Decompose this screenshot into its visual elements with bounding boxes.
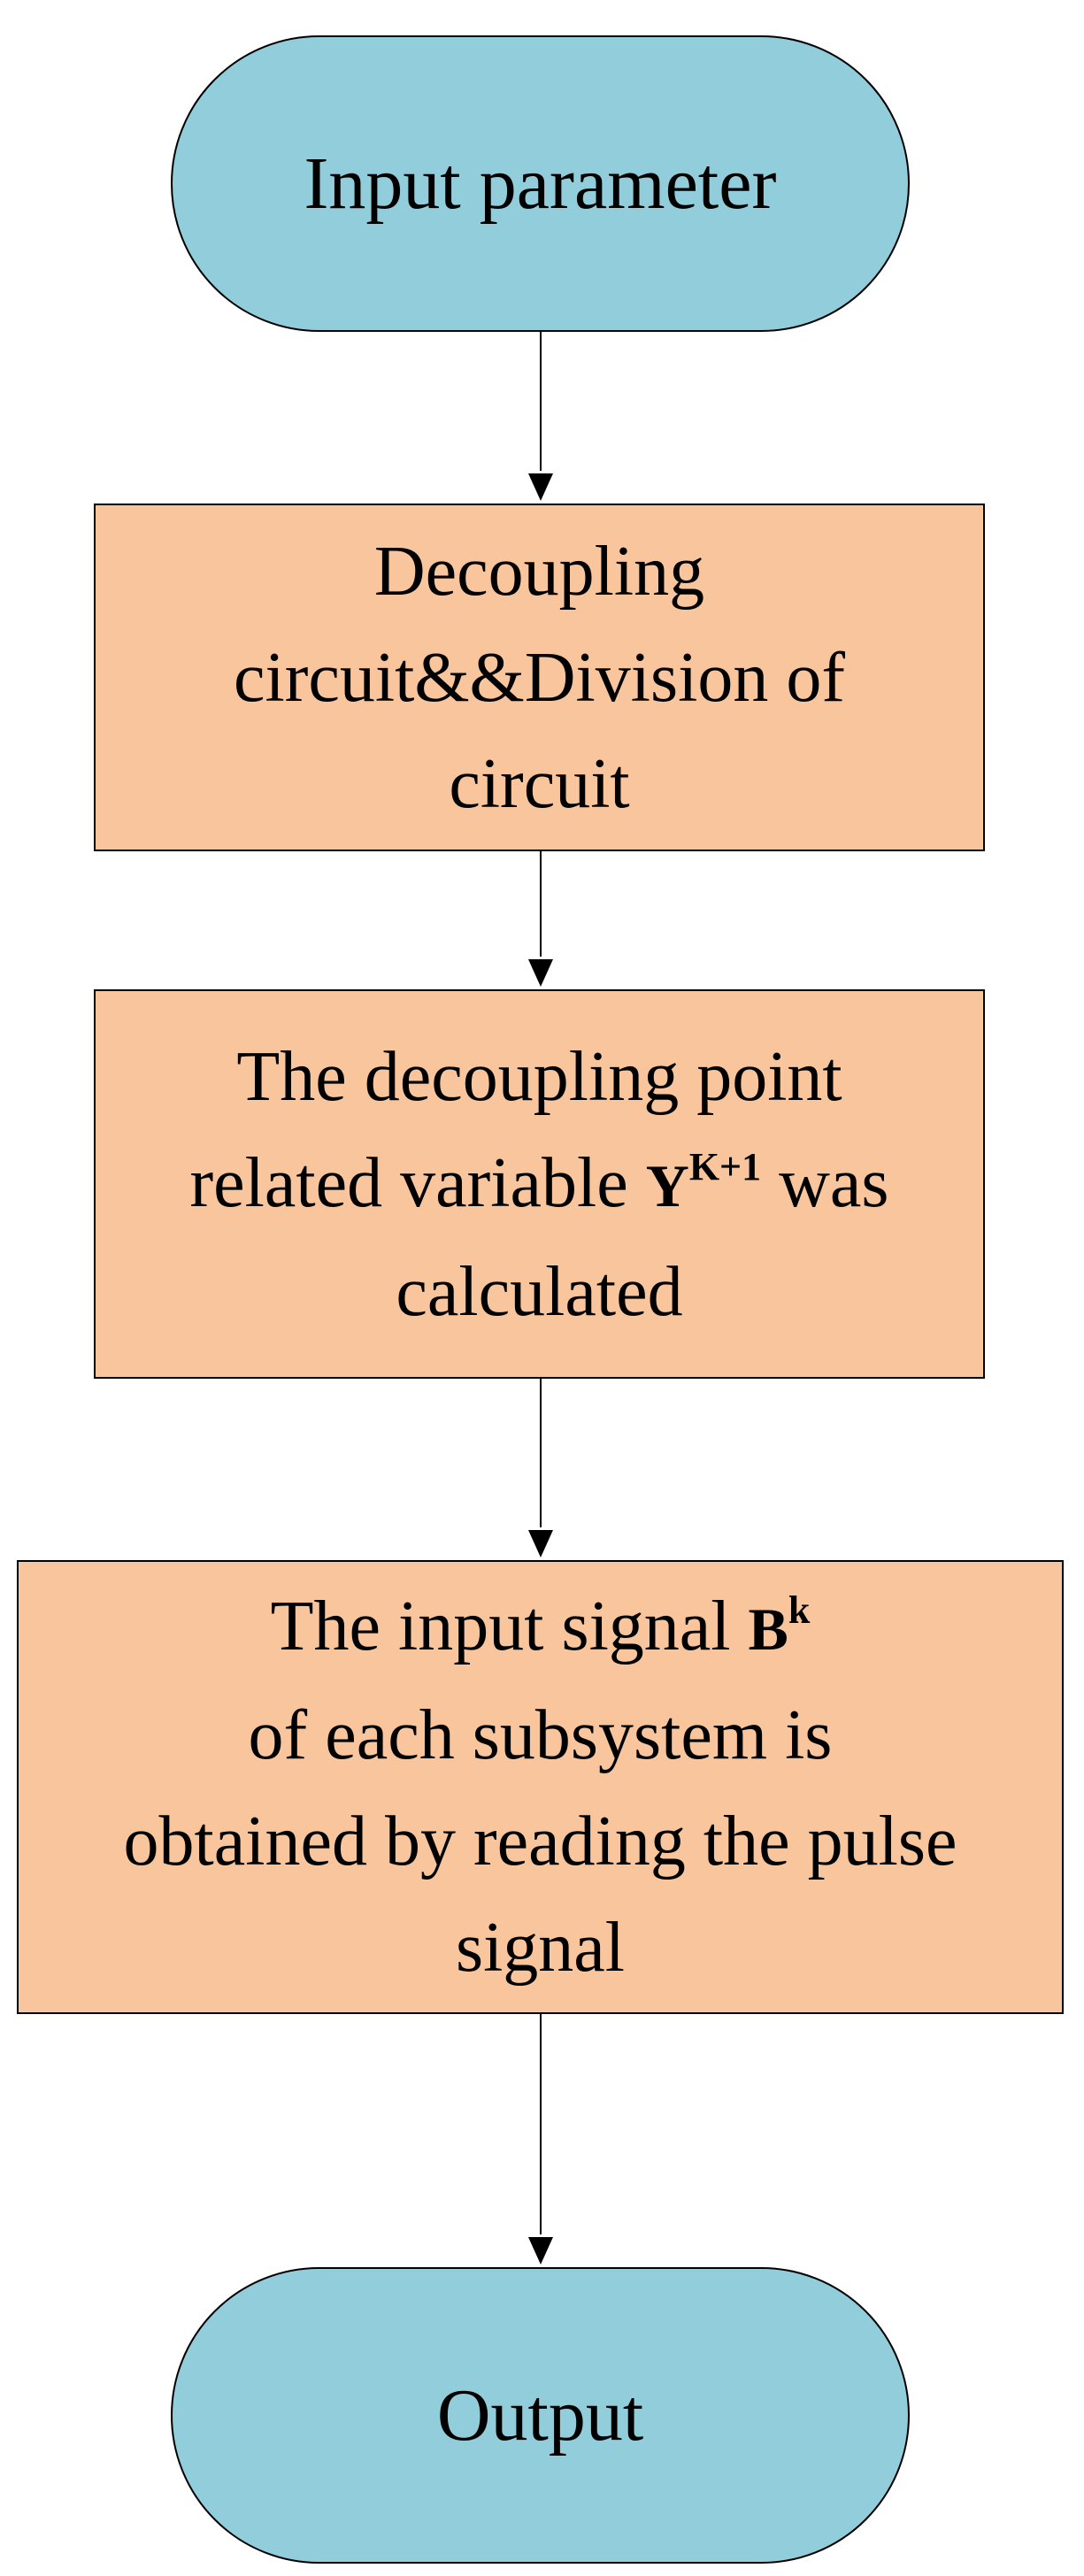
step2-text: The decoupling point related variable YK… xyxy=(189,1024,888,1345)
step2-line2-prefix: related variable xyxy=(189,1143,646,1222)
end-terminal: Output xyxy=(171,2267,910,2564)
step-read-input-signal: The input signal Bk of each subsystem is… xyxy=(17,1560,1064,2014)
step3-line3: obtained by reading the pulse xyxy=(123,1803,957,1880)
arrow-start-to-step1 xyxy=(528,332,553,501)
step-calculate-variable: The decoupling point related variable YK… xyxy=(94,989,985,1379)
signal-superscript: k xyxy=(788,1588,811,1632)
step2-line2: related variable YK+1 was xyxy=(189,1130,888,1239)
start-label: Input parameter xyxy=(304,142,777,225)
step2-line1: The decoupling point xyxy=(236,1037,842,1116)
step2-line2-suffix: was xyxy=(761,1143,889,1222)
step1-line1: Decoupling xyxy=(373,532,705,611)
arrow-step2-to-step3 xyxy=(528,1379,553,1557)
step1-line3: circuit xyxy=(449,744,630,823)
step1-line2: circuit&&Division of xyxy=(233,638,845,717)
variable-superscript: K+1 xyxy=(688,1144,762,1188)
step3-text: The input signal Bk of each subsystem is… xyxy=(124,1573,957,2001)
step3-line2: of each subsystem is xyxy=(248,1696,833,1774)
variable-symbol-y: Y xyxy=(645,1151,689,1219)
signal-symbol-b: B xyxy=(748,1596,788,1663)
step3-line1-prefix: The input signal xyxy=(270,1588,749,1665)
step3-line4: signal xyxy=(455,1909,626,1987)
step2-line3: calculated xyxy=(396,1252,683,1331)
end-label: Output xyxy=(436,2373,644,2457)
arrow-step3-to-end xyxy=(528,2014,553,2265)
start-terminal: Input parameter xyxy=(171,35,910,332)
step1-text: Decoupling circuit&&Division of circuit xyxy=(234,519,845,837)
step-decoupling-division: Decoupling circuit&&Division of circuit xyxy=(94,504,985,851)
step3-line1: The input signal Bk xyxy=(124,1573,957,1682)
arrow-step1-to-step2 xyxy=(528,851,553,987)
